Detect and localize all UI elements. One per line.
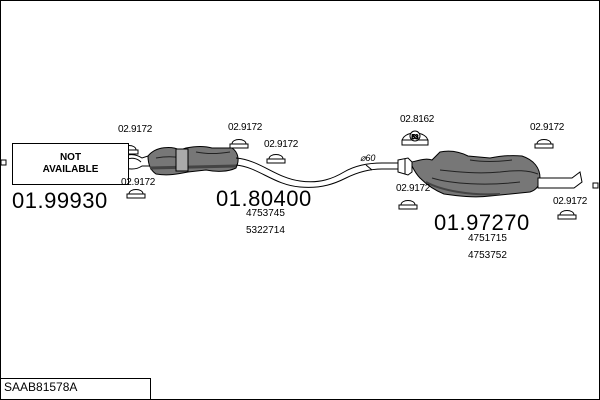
not-available-line-2: AVAILABLE <box>42 164 99 175</box>
middle-part-number: 01.80400 <box>216 186 312 211</box>
middle-oe-number-2: 5322714 <box>246 225 285 236</box>
rear-hanger-label: 02.8162 <box>400 114 435 125</box>
rear-oe-number-1: 4751715 <box>468 233 507 244</box>
hanger-icon: 53 <box>401 130 429 146</box>
pipe-diameter-label: ⌀60 <box>360 153 376 163</box>
clamp-icon-rear-tail <box>557 210 577 220</box>
rear-joint <box>397 157 413 176</box>
right-edge-marker <box>592 182 599 189</box>
not-available-box: NOT AVAILABLE <box>12 143 129 185</box>
middle-clamp-left-label: 02.9172 <box>228 122 263 133</box>
front-converter <box>147 146 239 176</box>
rear-part-number: 01.97270 <box>434 210 530 235</box>
rear-clamp-tail-label: 02.9172 <box>553 196 588 207</box>
rear-clamp-left-label: 02.9172 <box>396 183 431 194</box>
front-part-number: 01.99930 <box>12 188 108 213</box>
middle-oe-number-1: 4753745 <box>246 208 285 219</box>
svg-text:53: 53 <box>412 135 419 141</box>
rear-muffler <box>411 150 583 198</box>
left-edge-marker <box>0 159 7 166</box>
clamp-icon-middle-left <box>229 139 249 149</box>
footer-title-box <box>0 378 151 399</box>
rear-clamp-top-right-label: 02.9172 <box>530 122 565 133</box>
clamp-icon-rear-top-right <box>534 139 554 149</box>
clamp-icon-rear-left <box>398 200 418 210</box>
rear-oe-number-2: 4753752 <box>468 250 507 261</box>
not-available-line-1: NOT <box>59 152 82 163</box>
clamp-icon-front-bottom <box>126 189 146 199</box>
front-clamp-bottom-label: 02.9172 <box>121 177 156 188</box>
diameter-arrow <box>365 164 373 171</box>
middle-clamp-right-label: 02.9172 <box>264 139 299 150</box>
diagram-title: SAAB81578A <box>4 380 78 394</box>
front-clamp-top-label: 02.9172 <box>118 124 153 135</box>
clamp-icon-middle-right <box>266 154 286 164</box>
middle-pipe <box>235 157 400 188</box>
